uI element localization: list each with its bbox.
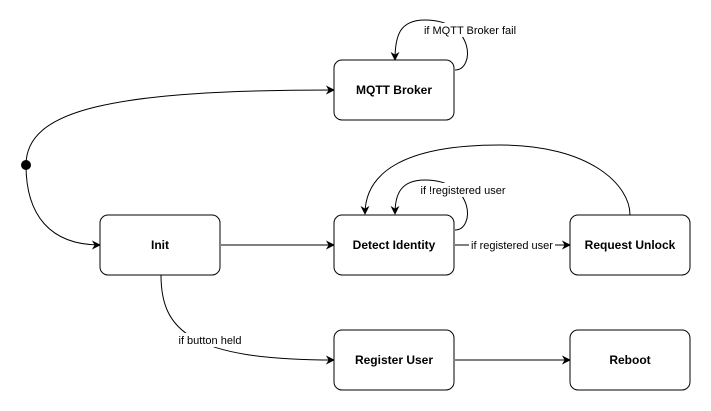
- edge-init-to-register-user: [160, 274, 335, 365]
- edge-label-bg: [422, 23, 518, 37]
- node-box: [333, 329, 455, 391]
- node-label: Detect Identity: [353, 238, 436, 252]
- edge-detect-identity-self-loop: [390, 179, 468, 231]
- node-box: [569, 214, 691, 276]
- node-box: [99, 214, 221, 276]
- node-init[interactable]: Init: [99, 214, 221, 276]
- edge-label-registered: if registered user: [471, 240, 553, 252]
- edge-label-mqtt-fail: if MQTT Broker fail: [424, 25, 516, 37]
- node-register-user[interactable]: Register User: [333, 329, 455, 391]
- node-label: Request Unlock: [585, 238, 676, 252]
- node-label: Init: [151, 238, 169, 252]
- node-reboot[interactable]: Reboot: [569, 329, 691, 391]
- node-label: MQTT Broker: [356, 83, 432, 97]
- node-box: [569, 329, 691, 391]
- edge-label-bg: [469, 238, 555, 252]
- node-detect-identity[interactable]: Detect Identity: [333, 214, 455, 276]
- edge-label-not-registered: if !registered user: [421, 185, 506, 197]
- node-mqtt-broker[interactable]: MQTT Broker: [333, 59, 455, 121]
- edge-start-to-init: [25, 164, 101, 250]
- edge-request-unlock-to-detect-identity: [360, 144, 631, 216]
- node-box: [333, 59, 455, 121]
- node-label: Register User: [355, 353, 433, 367]
- edge-labels: if MQTT Broker fail if !registered user …: [175, 23, 555, 347]
- start-marker: [21, 160, 31, 170]
- edge-label-button-held: if button held: [179, 335, 242, 347]
- node-label: Reboot: [609, 353, 650, 367]
- edge-label-bg: [418, 183, 508, 197]
- edge-start-to-mqtt-broker: [25, 85, 335, 166]
- node-box: [333, 214, 455, 276]
- edge-label-bg: [175, 333, 245, 347]
- node-request-unlock[interactable]: Request Unlock: [569, 214, 691, 276]
- edges: [25, 19, 631, 365]
- edge-mqtt-broker-self-loop: [390, 19, 468, 71]
